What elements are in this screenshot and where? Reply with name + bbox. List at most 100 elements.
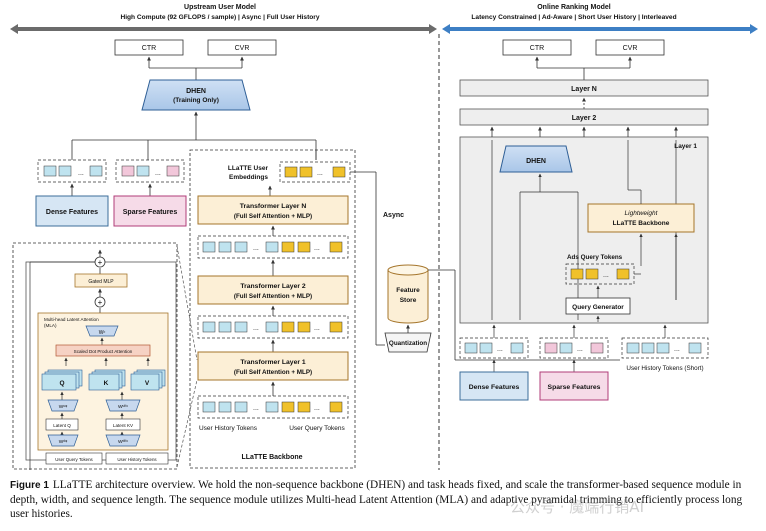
upstream-heads: CTR CVR <box>114 39 277 80</box>
token <box>585 268 599 280</box>
right-sparse-token-row: ... <box>539 324 609 372</box>
upstream-subtitle: High Compute (92 GFLOPS / sample) | Asyn… <box>120 14 319 21</box>
async-path: Async <box>350 171 404 346</box>
left-cvr-label: CVR <box>235 45 250 52</box>
token <box>202 241 216 253</box>
k-label: K <box>104 380 109 387</box>
user-history-short-label: User History Tokens (Short) <box>626 365 703 372</box>
token-strip: ... ... <box>202 241 343 253</box>
left-ctr-box <box>114 39 184 56</box>
latent-kv-box <box>105 418 141 431</box>
left-feature-connectors <box>71 111 317 160</box>
token <box>641 342 655 354</box>
wo-trapezoid <box>85 325 119 337</box>
token <box>202 321 216 333</box>
user-embeddings-label: LLaTTE User <box>228 165 269 172</box>
lightweight-label: Lightweight <box>625 210 659 217</box>
token <box>58 165 72 177</box>
online-arrowhead-left <box>442 24 450 34</box>
wdq-trapezoid <box>47 434 79 447</box>
token <box>297 241 311 253</box>
token <box>626 342 640 354</box>
query-generator-box <box>565 297 631 315</box>
wo-label: Wᵒ <box>99 330 106 336</box>
mla-history-tokens-box <box>105 452 169 465</box>
sdpa-box <box>55 344 151 357</box>
latent-q-box <box>45 418 79 431</box>
backbone-dashed-frame <box>189 149 356 469</box>
ellipsis: ... <box>577 346 583 353</box>
left-dense-features: Dense Features <box>35 195 109 227</box>
right-cvr-box <box>595 39 665 56</box>
token <box>297 321 311 333</box>
token <box>479 342 493 354</box>
wdq-label: Wᵈᵠ <box>59 439 67 445</box>
wuq-label: Wᵘᵠ <box>59 404 67 410</box>
gated-mlp-box <box>74 273 128 288</box>
left-dhen-label: DHEN <box>186 88 206 95</box>
token <box>297 401 311 413</box>
residual-add-mid <box>94 296 106 308</box>
token-row-after-layer-2 <box>197 235 349 259</box>
transformer-layer-1 <box>197 351 349 381</box>
token <box>121 165 135 177</box>
ellipsis: ... <box>314 405 320 412</box>
backbone-query-tokens-label: User Query Tokens <box>289 425 345 432</box>
left-dhen: DHEN (Training Only) <box>141 79 251 111</box>
token <box>656 342 670 354</box>
right-history-token-row: ... User History Tokens (Short) <box>621 324 709 372</box>
query-generator-label: Query Generator <box>572 304 624 311</box>
latent-kv-label: Latent KV <box>113 423 134 428</box>
figure-caption-text: LLaTTE architecture overview. We hold th… <box>10 479 743 520</box>
right-layer-2-label: Layer 2 <box>572 115 597 122</box>
q-label: Q <box>59 380 64 387</box>
sdpa-label: Scaled Dot Product Attention <box>74 349 133 354</box>
mla-query-tokens-label: User Query Tokens <box>55 457 93 462</box>
token <box>234 321 248 333</box>
transformer-layer-2 <box>197 275 349 305</box>
token <box>281 321 295 333</box>
async-label: Async <box>383 212 404 219</box>
right-ctr-label: CTR <box>530 45 544 52</box>
upstream-arrowhead-left <box>10 24 18 34</box>
quantization: Quantization <box>384 269 620 361</box>
zoom-line-bottom <box>176 379 198 468</box>
ellipsis: ... <box>674 346 680 353</box>
right-sparse-features: Sparse Features <box>539 371 609 401</box>
token <box>218 401 232 413</box>
token <box>590 342 604 354</box>
mla-query-tokens-box <box>45 452 103 465</box>
left-dhen-sublabel: (Training Only) <box>173 97 219 104</box>
feature-store: Feature Store <box>387 264 429 333</box>
right-layer-2 <box>459 108 709 126</box>
online-stack: Layer N Layer 2 Layer 1 DHEN Lightweight… <box>459 79 709 324</box>
ellipsis: ... <box>155 170 161 177</box>
header-left: Upstream User Model High Compute (92 GFL… <box>10 4 437 34</box>
right-sparse-features-label: Sparse Features <box>548 384 601 391</box>
latent-q-label: Latent Q <box>53 423 71 428</box>
gated-mlp-label: Gated MLP <box>88 279 114 285</box>
online-heads: CTR CVR <box>502 39 665 80</box>
right-layer-n-label: Layer N <box>571 86 597 93</box>
ellipsis: ... <box>314 325 320 332</box>
token <box>329 321 343 333</box>
transformer-layer-n <box>197 195 349 225</box>
token <box>299 166 313 178</box>
token-strip: ... ... <box>202 321 343 333</box>
token <box>281 241 295 253</box>
ellipsis: ... <box>253 245 259 252</box>
ellipsis: ... <box>603 272 609 279</box>
mla-outer-dashed <box>12 242 178 470</box>
layer-1-label: Transformer Layer 1 <box>240 359 306 366</box>
v-label: V <box>145 380 150 387</box>
token <box>202 401 216 413</box>
token <box>559 342 573 354</box>
right-cvr-label: CVR <box>623 45 638 52</box>
token <box>136 165 150 177</box>
ellipsis: ... <box>317 170 323 177</box>
online-subtitle: Latency Constrained | Ad-Aware | Short U… <box>471 14 676 21</box>
left-ctr-label: CTR <box>142 45 156 52</box>
wukv-label: Wᵘᴷᵛ <box>118 404 128 410</box>
token <box>616 268 630 280</box>
